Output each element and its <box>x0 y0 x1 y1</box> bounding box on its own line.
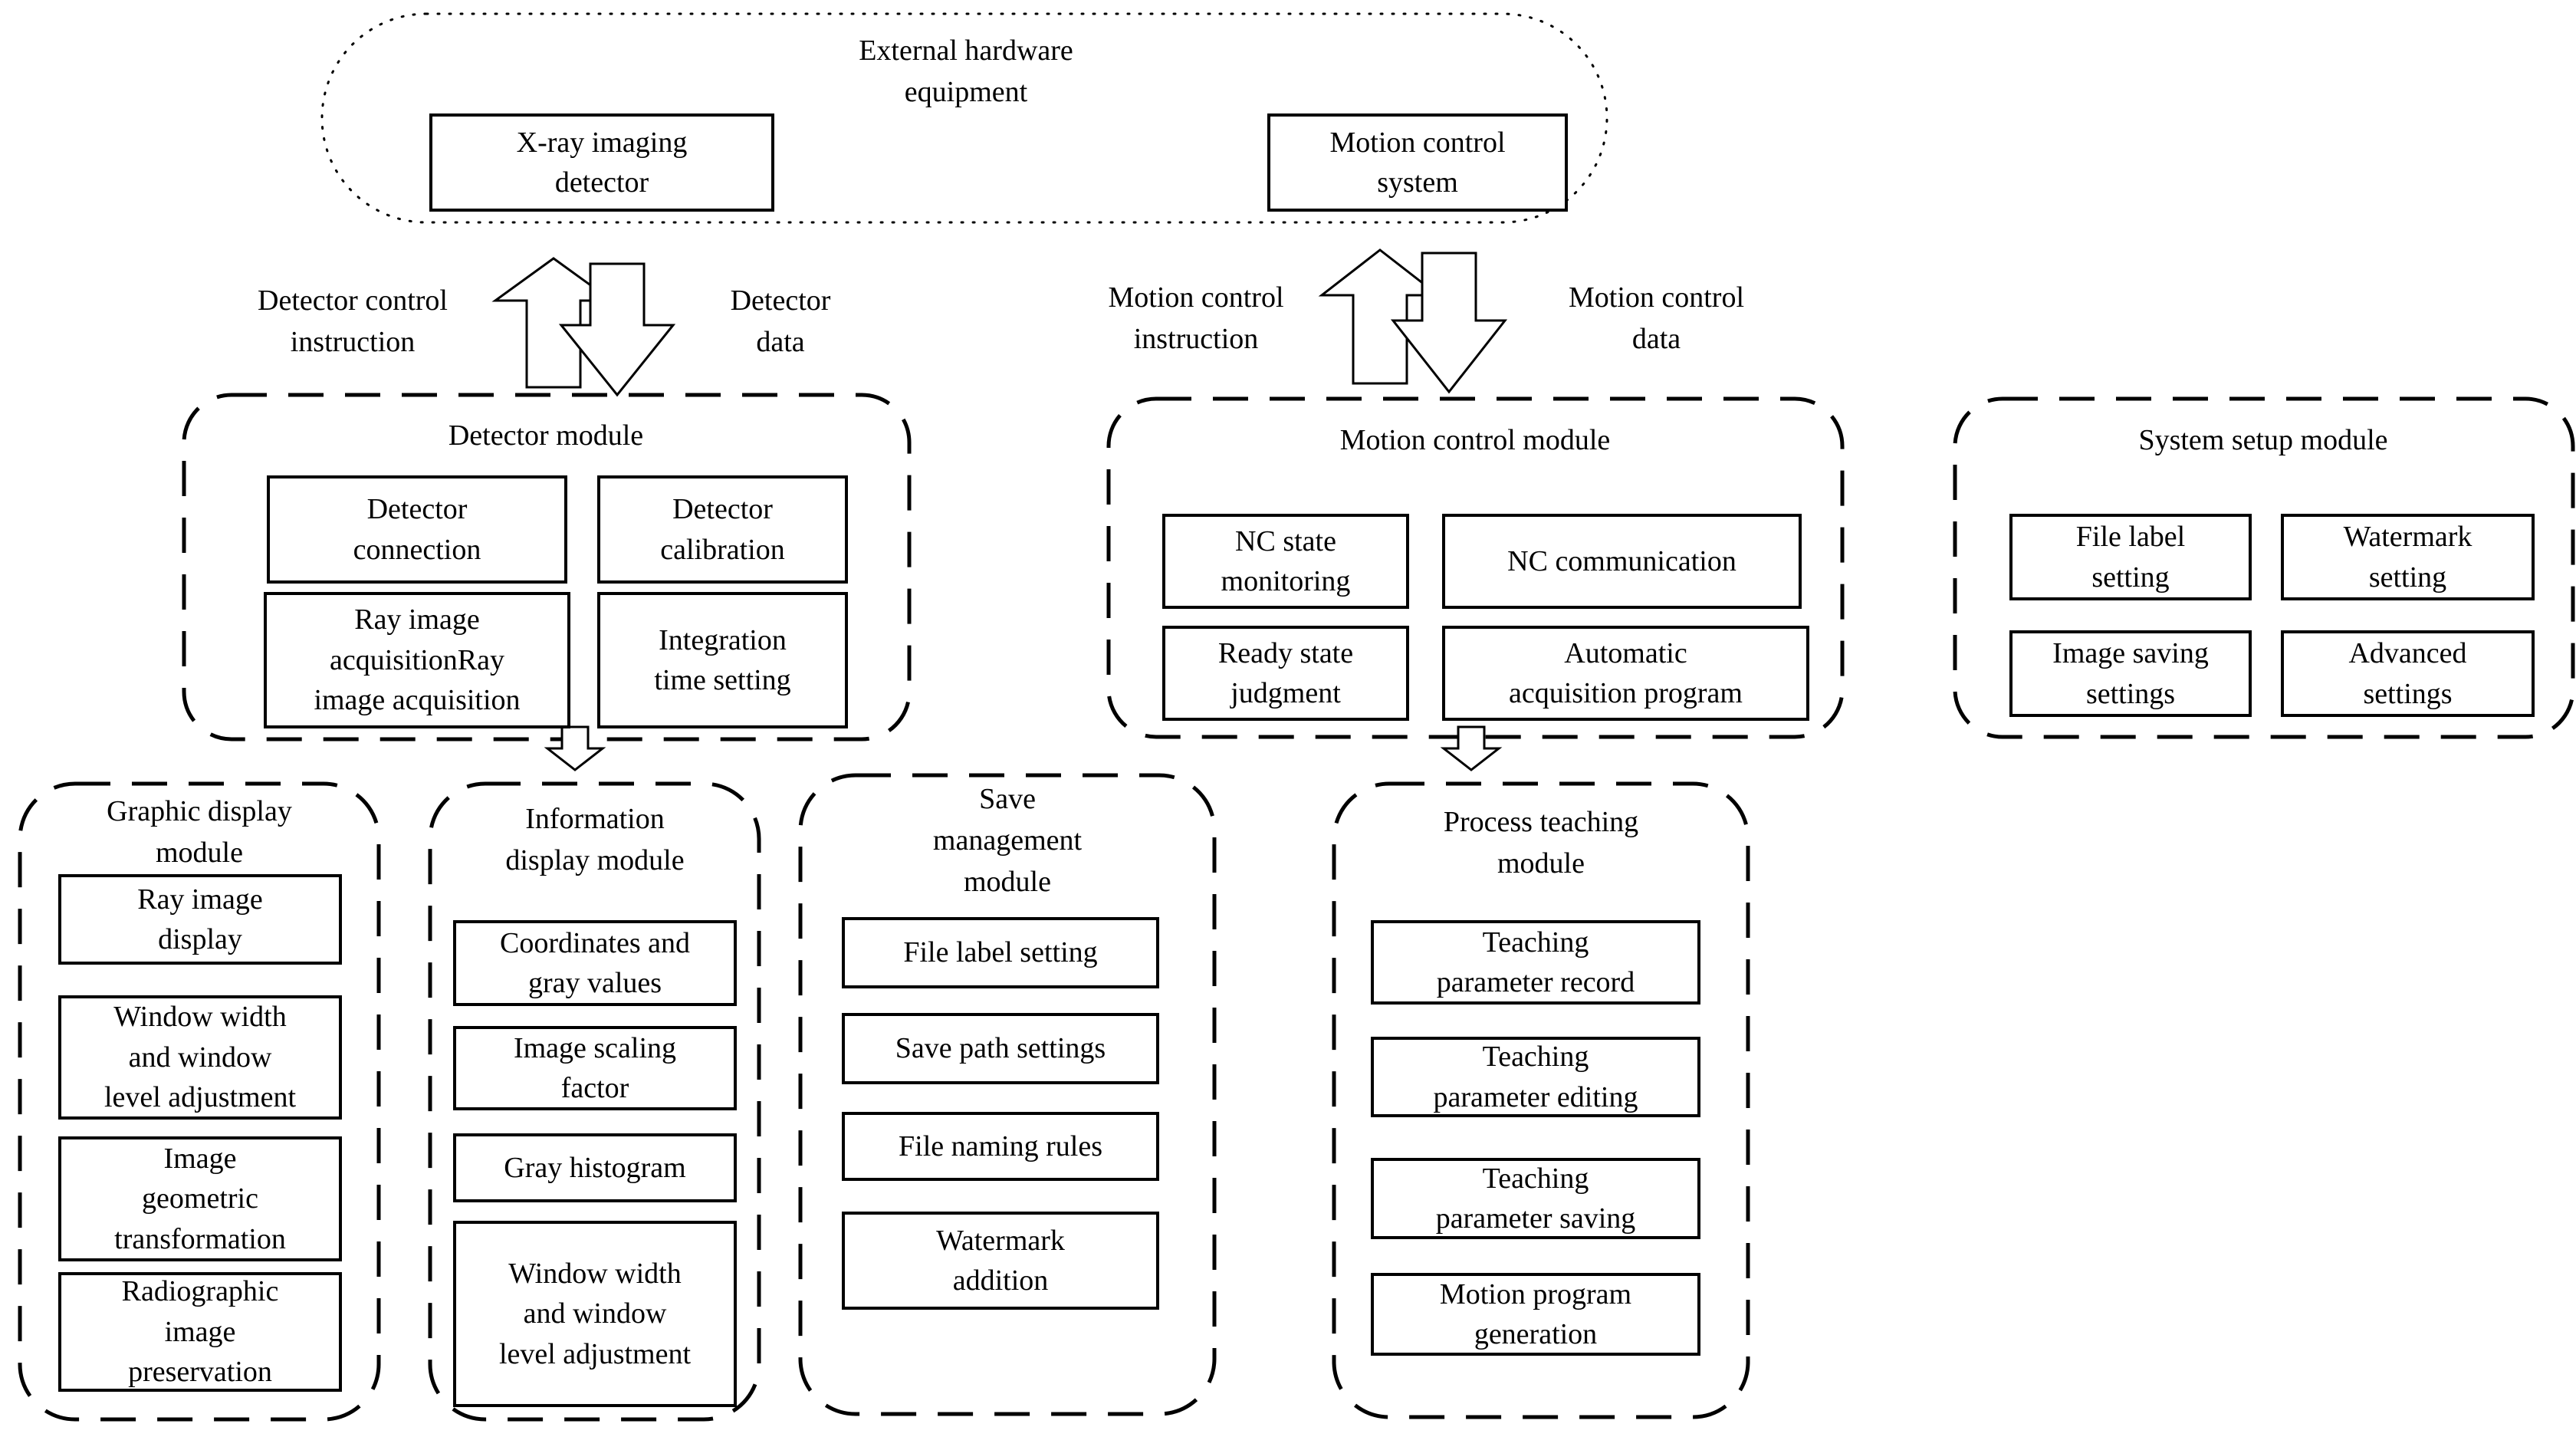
ray-image-display-box: Ray image display <box>58 874 342 965</box>
detector-module-title: Detector module <box>448 419 644 452</box>
detector-data-label: Detector data <box>730 284 831 358</box>
process-teaching-module-outline <box>1332 781 1750 1419</box>
save-path-settings-box: Save path settings <box>842 1013 1159 1084</box>
image-geometric-transformation-box: Image geometric transformation <box>58 1136 342 1261</box>
automatic-acquisition-program-box: Automatic acquisition program <box>1442 626 1809 721</box>
process-teaching-module-title: Process teaching module <box>1443 806 1639 880</box>
detector-connection-box: Detector connection <box>267 475 567 584</box>
motion-control-instruction-label: Motion control instruction <box>1108 281 1284 355</box>
detector-control-instruction-label: Detector control instruction <box>258 284 448 358</box>
motion-control-data-label: Motion control data <box>1568 281 1745 355</box>
file-naming-rules-box: File naming rules <box>842 1112 1159 1181</box>
motion-control-module-title: Motion control module <box>1339 424 1611 456</box>
teaching-parameter-record-box: Teaching parameter record <box>1371 920 1700 1005</box>
save-file-label-setting-box: File label setting <box>842 917 1159 988</box>
nc-state-monitoring-box: NC state monitoring <box>1162 514 1409 609</box>
detector-down-arrow-icon <box>558 262 676 397</box>
teaching-parameter-saving-box: Teaching parameter saving <box>1371 1158 1700 1239</box>
file-label-setting-box: File label setting <box>2009 514 2252 600</box>
detector-module-down-arrow-icon <box>544 725 606 771</box>
motion-up-arrow-icon <box>1318 248 1442 385</box>
save-management-module-outline <box>798 773 1217 1416</box>
motion-control-system-box: Motion control system <box>1267 113 1568 212</box>
motion-module-down-arrow-icon <box>1440 725 1503 771</box>
system-setup-module-outline <box>1953 396 2575 739</box>
information-display-module-outline <box>428 781 761 1422</box>
graphic-window-level-adjustment-box: Window width and window level adjustment <box>58 995 342 1120</box>
system-setup-module-title: System setup module <box>2138 424 2388 456</box>
coordinates-gray-values-box: Coordinates and gray values <box>453 920 737 1006</box>
xray-imaging-detector-box: X-ray imaging detector <box>429 113 774 212</box>
info-window-level-adjustment-box: Window width and window level adjustment <box>453 1221 737 1407</box>
information-display-module-title: Information display module <box>505 803 685 876</box>
detector-module-outline <box>182 393 912 742</box>
detector-calibration-box: Detector calibration <box>597 475 848 584</box>
graphic-display-module-title: Graphic display module <box>107 795 292 869</box>
motion-down-arrow-icon <box>1390 252 1508 394</box>
teaching-parameter-editing-box: Teaching parameter editing <box>1371 1037 1700 1117</box>
external-hardware-outline <box>320 12 1608 224</box>
graphic-display-module-outline <box>18 781 381 1422</box>
watermark-addition-box: Watermark addition <box>842 1212 1159 1310</box>
gray-histogram-box: Gray histogram <box>453 1133 737 1202</box>
watermark-setting-box: Watermark setting <box>2281 514 2535 600</box>
ray-image-acquisition-box: Ray image acquisitionRay image acquisiti… <box>264 592 570 728</box>
image-saving-settings-box: Image saving settings <box>2009 630 2252 717</box>
ready-state-judgment-box: Ready state judgment <box>1162 626 1409 721</box>
external-hardware-title: External hardware equipment <box>859 35 1073 108</box>
advanced-settings-box: Advanced settings <box>2281 630 2535 717</box>
radiographic-image-preservation-box: Radiographic image preservation <box>58 1272 342 1392</box>
image-scaling-factor-box: Image scaling factor <box>453 1026 737 1110</box>
motion-program-generation-box: Motion program generation <box>1371 1273 1700 1356</box>
integration-time-setting-box: Integration time setting <box>597 592 848 728</box>
save-management-module-title: Save management module <box>932 783 1083 898</box>
nc-communication-box: NC communication <box>1442 514 1802 609</box>
